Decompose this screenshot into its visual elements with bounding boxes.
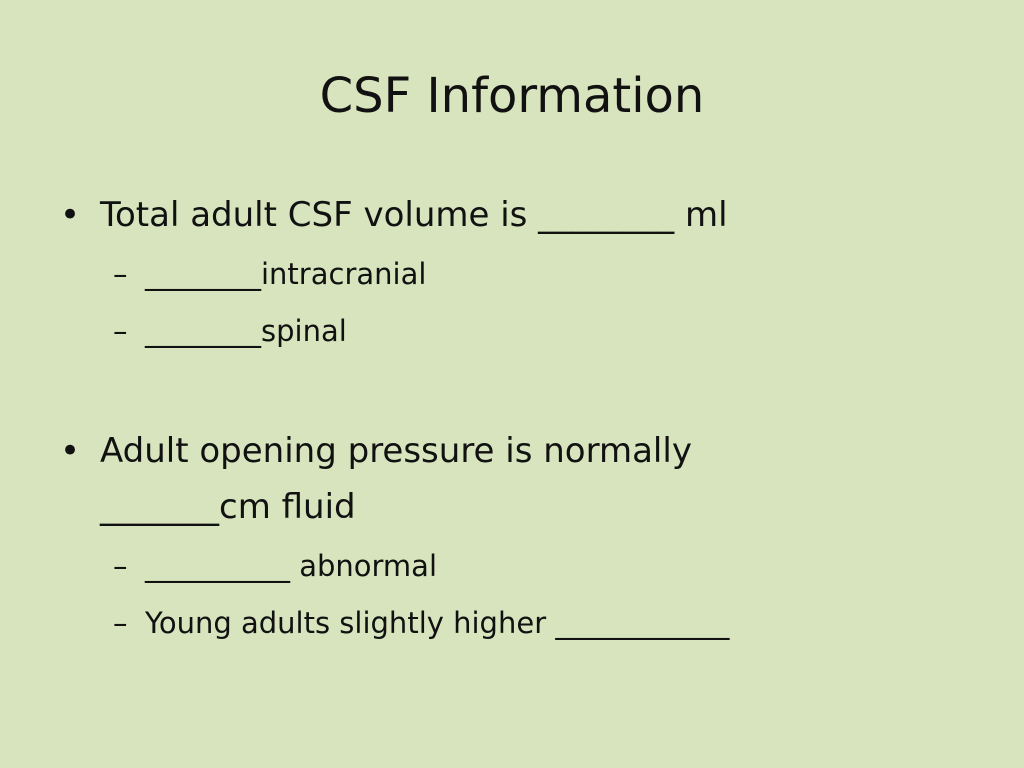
dash-icon: – — [113, 257, 128, 291]
sub-bullet-text: ________intracranial — [145, 257, 427, 291]
dash-icon: – — [113, 314, 128, 348]
sub-bullet-item: – ________spinal — [113, 311, 347, 351]
bullet-item: • Total adult CSF volume is ________ ml — [60, 190, 728, 240]
sub-bullet-text: Young adults slightly higher ___________… — [145, 606, 730, 640]
bullet-continuation: _______cm fluid — [100, 482, 356, 532]
slide-title: CSF Information — [319, 68, 705, 124]
sub-bullet-item: – Young adults slightly higher _________… — [113, 603, 730, 643]
sub-bullet-item: – ________intracranial — [113, 254, 427, 294]
sub-bullet-text: ________spinal — [145, 314, 347, 348]
bullet-text: Total adult CSF volume is ________ ml — [100, 195, 728, 235]
bullet-item: • Adult opening pressure is normally — [60, 426, 692, 476]
sub-bullet-item: – __________ abnormal — [113, 546, 438, 586]
dash-icon: – — [113, 549, 128, 583]
bullet-icon: • — [60, 195, 81, 235]
bullet-icon: • — [60, 431, 81, 471]
bullet-text: Adult opening pressure is normally — [100, 431, 692, 471]
sub-bullet-text: __________ abnormal — [145, 549, 438, 583]
bullet-text: _______cm fluid — [100, 487, 356, 527]
dash-icon: – — [113, 606, 128, 640]
